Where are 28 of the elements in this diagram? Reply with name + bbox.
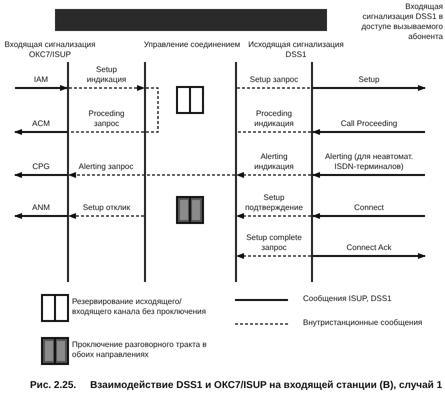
message-arrow [236, 213, 311, 219]
message-arrow [14, 213, 67, 219]
legend-text: Проключение разговорного тракта в обоих направлениях [72, 340, 208, 360]
message-arrow [236, 253, 311, 259]
column-heading: Входящая сигнализация DSS1 в доступе вызываемого абонента [360, 2, 443, 42]
lifeline [144, 62, 146, 282]
figure-caption: Рис. 2.25. Взаимодействие DSS1 и ОКС7/ISUP на входящей станции (B), случай 1 [30, 379, 440, 393]
message-arrow [312, 172, 425, 178]
message-arrow [14, 172, 67, 178]
message-arrow [313, 253, 426, 259]
message-arrow [312, 129, 425, 135]
message-arrow [69, 85, 145, 91]
legend-text: Внутристанционные сообщения [303, 318, 424, 328]
column-heading: Исходящая сигнализация DSS1 [247, 40, 345, 60]
lifeline [235, 62, 237, 282]
lifeline [67, 62, 69, 282]
legend-text: Сообщения ISUP, DSS1 [303, 294, 393, 304]
message-arrow [68, 172, 235, 178]
message-arrow [313, 85, 426, 91]
column-heading: Входящая сигнализация ОКС7/ISUP [4, 40, 96, 60]
message-arrow [236, 172, 311, 178]
lifeline [311, 62, 313, 282]
message-arrow [14, 129, 67, 135]
column-heading: Управление соединением [142, 40, 242, 50]
message-arrow [15, 85, 68, 91]
message-arrow [68, 213, 144, 219]
legend-text: Резервирование исходящего/входящего канала без проключения [72, 297, 207, 317]
message-arrow [312, 213, 425, 219]
